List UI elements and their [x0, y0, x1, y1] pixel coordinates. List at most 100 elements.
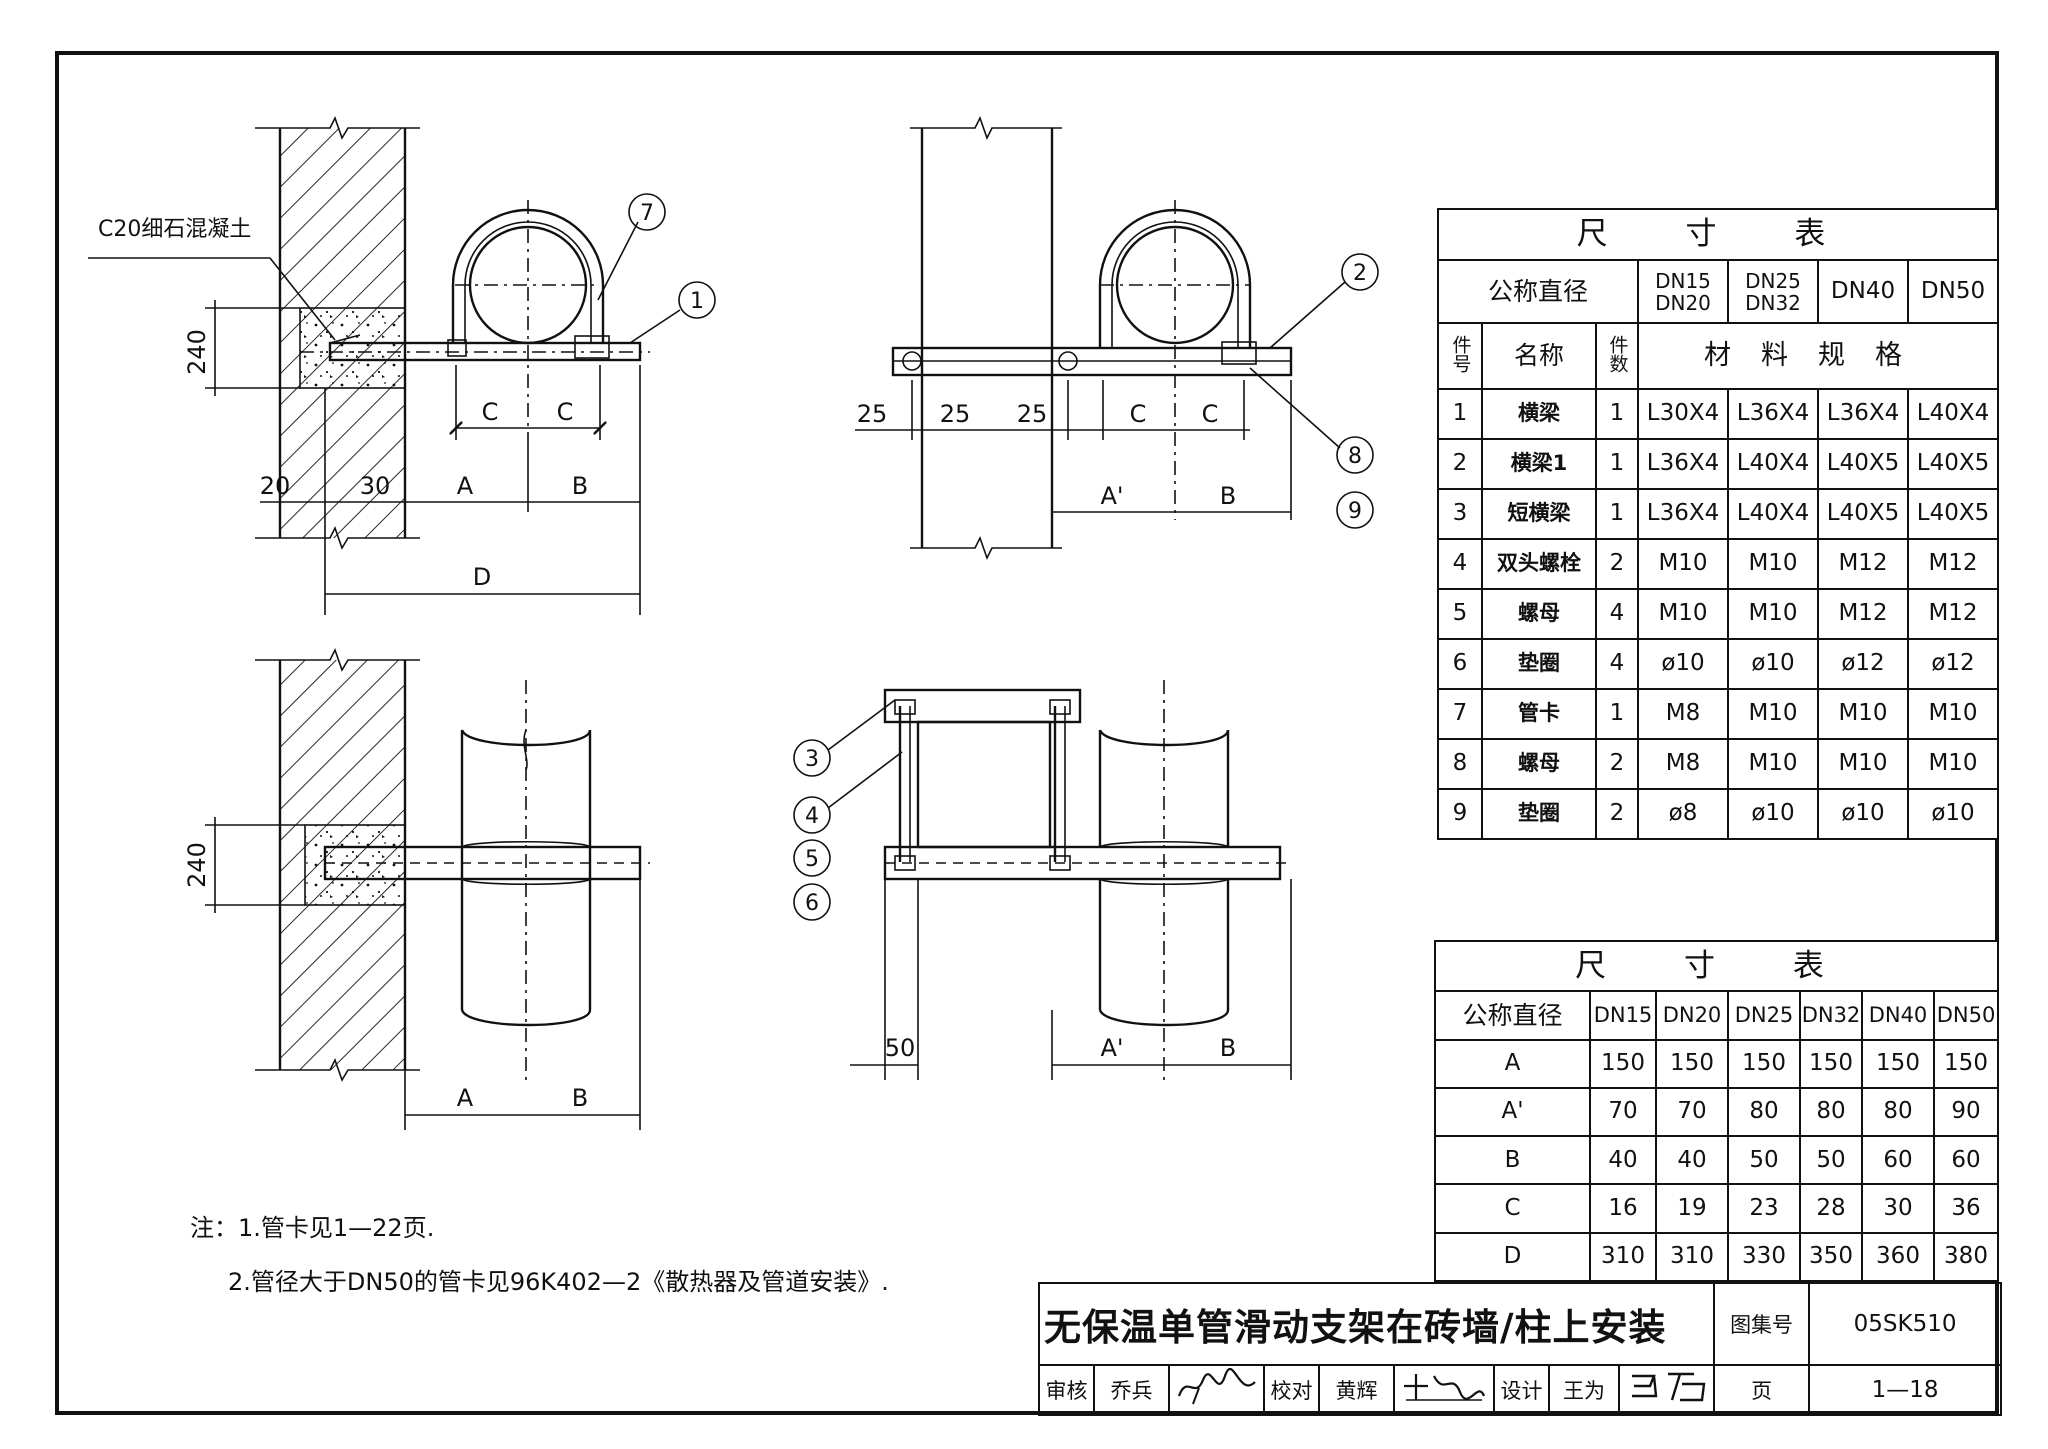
design-label: 设计 — [1493, 1364, 1550, 1416]
item-spec: M8 — [1637, 737, 1729, 790]
dimension-value: 150 — [1727, 1038, 1801, 1089]
wall-elevation-view: 240 C C 20 30 A B D C20细石混凝土 7 1 — [88, 115, 716, 615]
item-spec: L36X4 — [1817, 387, 1909, 440]
column-elevation-view: 25 25 25 C C A' B 2 8 9 — [855, 115, 1379, 561]
dim-25-c: 25 — [1017, 400, 1048, 428]
dimension-value: 330 — [1727, 1231, 1801, 1283]
dim-c2-right: C — [1202, 400, 1219, 428]
item-spec: M10 — [1637, 537, 1729, 590]
item-spec: L40X5 — [1906, 487, 2000, 540]
dim-c-left: C — [482, 398, 499, 426]
dim-size-header: DN25 — [1727, 990, 1801, 1041]
item-quantity: 2 — [1595, 737, 1639, 790]
item-name: 管卡 — [1481, 687, 1597, 740]
item-spec: L40X5 — [1817, 437, 1909, 490]
dimension-label: A' — [1434, 1086, 1591, 1138]
material-table-title: 尺 寸 表 — [1436, 207, 2000, 262]
dimension-label: B — [1434, 1135, 1591, 1186]
dimension-value: 36 — [1932, 1183, 2000, 1234]
dim-240: 240 — [183, 329, 211, 375]
dimension-value: 310 — [1589, 1231, 1657, 1283]
item-spec: M10 — [1817, 687, 1909, 740]
dimension-value: 30 — [1861, 1183, 1935, 1234]
dimension-value: 19 — [1655, 1183, 1729, 1234]
dim-d: D — [473, 563, 491, 591]
item-spec: M10 — [1906, 737, 2000, 790]
dimension-value: 80 — [1799, 1086, 1863, 1138]
dim-30: 30 — [360, 472, 391, 500]
col-qty-label: 件数 — [1606, 335, 1629, 374]
drawing-title: 无保温单管滑动支架在砖墙/柱上安装 — [1037, 1282, 1716, 1366]
dimension-label: A — [1434, 1038, 1591, 1089]
item-spec: ø8 — [1637, 787, 1729, 841]
dim-a-plan: A — [457, 1084, 474, 1112]
dimension-value: 60 — [1932, 1135, 2000, 1186]
item-spec: M12 — [1817, 537, 1909, 590]
item-name: 短横梁 — [1481, 487, 1597, 540]
dim-b2: B — [1220, 482, 1236, 510]
item-quantity: 1 — [1595, 487, 1639, 540]
item-number: 9 — [1437, 787, 1483, 841]
item-spec: L36X4 — [1727, 387, 1819, 440]
page-label: 页 — [1713, 1364, 1811, 1416]
item-quantity: 4 — [1595, 637, 1639, 690]
item-number: 8 — [1437, 737, 1483, 790]
dim-50: 50 — [885, 1034, 916, 1062]
dim-c2-left: C — [1130, 400, 1147, 428]
size-dn15-dn20-label: DN15 DN20 — [1655, 268, 1711, 315]
dimension-value: 70 — [1589, 1086, 1657, 1138]
callout-3: 3 — [805, 747, 819, 772]
check-label: 校对 — [1263, 1364, 1320, 1416]
note-1: 注：1.管卡见1—22页. — [190, 1214, 435, 1242]
dimension-value: 50 — [1727, 1135, 1801, 1186]
item-number: 1 — [1437, 387, 1483, 440]
item-quantity: 4 — [1595, 587, 1639, 640]
item-quantity: 1 — [1595, 387, 1639, 440]
item-name: 螺母 — [1481, 587, 1597, 640]
dim-size-header: DN50 — [1932, 990, 2000, 1041]
item-spec: L36X4 — [1637, 437, 1729, 490]
item-spec: M10 — [1727, 687, 1819, 740]
dimension-value: 80 — [1727, 1086, 1801, 1138]
item-spec: L40X5 — [1817, 487, 1909, 540]
dim-size-header: DN15 — [1589, 990, 1657, 1041]
material-spec-table: 尺 寸 表 公称直径 DN15 DN20 DN25 DN32 DN40 DN50… — [1436, 207, 2000, 841]
atlas-label: 图集号 — [1713, 1282, 1811, 1366]
item-spec: M10 — [1727, 737, 1819, 790]
item-name: 双头螺栓 — [1481, 537, 1597, 590]
dim-a-prime: A' — [1100, 482, 1123, 510]
dimension-value: 150 — [1589, 1038, 1657, 1089]
item-number: 7 — [1437, 687, 1483, 740]
designer-name: 王为 — [1548, 1364, 1620, 1416]
reviewer-signature — [1168, 1364, 1265, 1416]
item-quantity: 1 — [1595, 687, 1639, 740]
item-spec: ø10 — [1727, 637, 1819, 690]
size-dn25-dn32: DN25 DN32 — [1727, 259, 1819, 325]
col-qty-header: 件数 — [1595, 322, 1639, 390]
dim-b-plan: B — [572, 1084, 588, 1112]
dimension-table-title: 尺 寸 表 — [1433, 939, 2000, 993]
reviewer-name: 乔兵 — [1093, 1364, 1170, 1416]
dim-a-prime-plan: A' — [1100, 1034, 1123, 1062]
callout-9: 9 — [1348, 499, 1362, 524]
item-name: 横梁 — [1481, 387, 1597, 440]
col-name-header: 名称 — [1481, 322, 1597, 390]
callout-4: 4 — [805, 804, 819, 829]
callout-7: 7 — [640, 201, 654, 226]
item-spec: ø10 — [1727, 787, 1819, 841]
dim-nominal-label: 公称直径 — [1434, 990, 1591, 1041]
size-dn25-dn32-label: DN25 DN32 — [1745, 268, 1801, 315]
col-no-header: 件号 — [1437, 322, 1483, 390]
column-plan-view: 50 A' B 3 4 5 6 — [793, 680, 1292, 1080]
item-spec: ø12 — [1817, 637, 1909, 690]
wall-plan-view: 240 A B — [183, 647, 650, 1130]
callout-2: 2 — [1353, 261, 1367, 286]
item-spec: L40X4 — [1727, 487, 1819, 540]
